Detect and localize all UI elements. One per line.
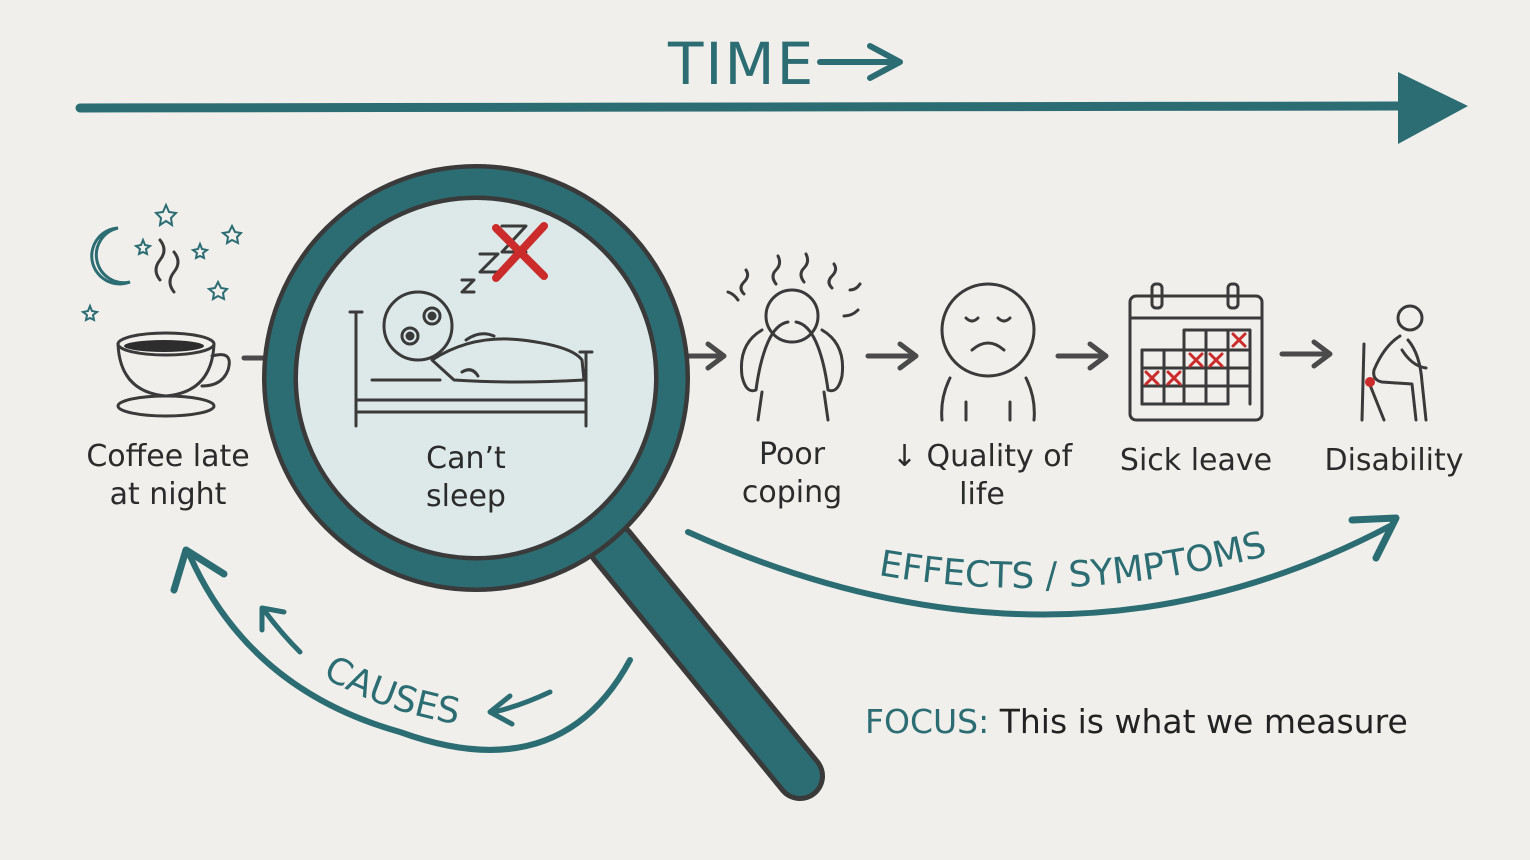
time-title: TIME [668,30,816,98]
stage-label-quality-of-life: ↓ Quality of life [892,438,1072,514]
stage-label-disability: Disability [1324,442,1463,480]
sleepless-in-bed-icon [348,290,594,428]
effects-arrow [685,514,1400,618]
stage-label-line1: Coffee late [86,439,250,474]
stage-label-line1: Poor [758,437,826,472]
stage-label-cant-sleep: Can’t sleep [426,440,506,516]
causes-label-text: CAUSES [318,648,464,733]
focus-note: FOCUS: This is what we measure [865,702,1408,741]
stage-label-line1: Disability [1324,443,1464,478]
coffee-cup-icon [116,238,231,418]
stage-label-poor-coping: Poor coping [742,436,842,512]
focus-keyword: FOCUS: [865,702,990,741]
effects-label-text: EFFECTS / SYMPTOMS [877,524,1271,597]
stressed-person-icon [726,252,862,422]
time-title-arrow-icon [817,43,903,81]
stage-label-sick-leave: Sick leave [1120,442,1272,480]
sad-face-icon [940,282,1036,422]
causes-label: CAUSES [318,648,464,733]
magnifying-glass-icon [262,164,825,801]
causes-arrow [170,546,633,753]
moon-icon [90,226,131,286]
stage-label-line2: coping [741,475,843,510]
stage-label-line1: Sick leave [1119,443,1273,478]
focus-text: This is what we measure [989,702,1408,741]
calendar-icon [1128,282,1264,422]
pain-mark [1365,377,1375,387]
stars-icon [80,202,244,322]
seated-person-icon [1360,304,1428,422]
zzz-crossed-icon [460,222,548,294]
effects-label: EFFECTS / SYMPTOMS [877,524,1271,597]
calendar-marks [1144,332,1247,386]
stage-label-line2: life [959,477,1005,512]
stage-label-line1: ↓ Quality of [891,439,1073,474]
stage-label-coffee: Coffee late at night [86,438,249,514]
stage-label-line1: Can’t [426,441,506,476]
stage-label-line2: at night [109,477,227,512]
stage-label-line2: sleep [426,479,506,514]
time-axis [75,72,1468,144]
